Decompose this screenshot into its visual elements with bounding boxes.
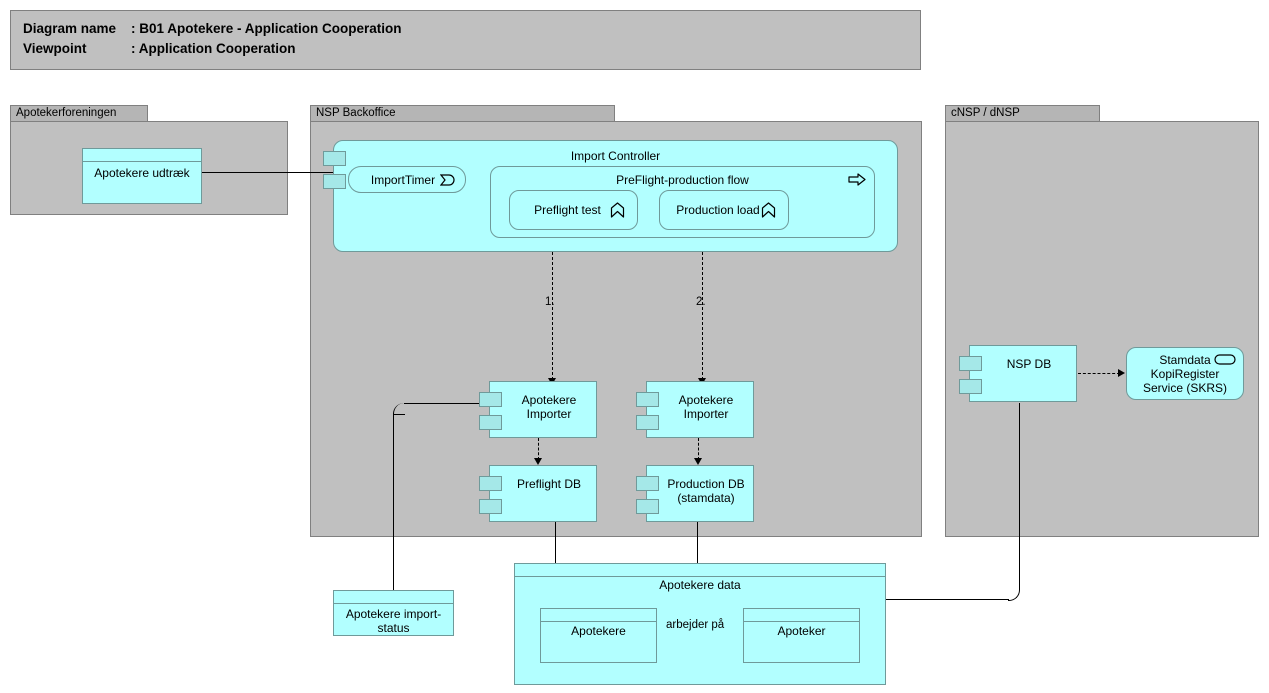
connector-importer-left-to-import-status-v bbox=[393, 413, 394, 590]
node-import-controller-label: Import Controller bbox=[570, 149, 661, 163]
connector-arrowhead-4 bbox=[694, 458, 702, 465]
node-apotekere-udtraek-label: Apotekere udtræk bbox=[94, 166, 190, 180]
process-arrow-icon bbox=[848, 173, 866, 189]
component-tab-top bbox=[959, 356, 982, 371]
connector-production-db-to-apotekere-data bbox=[697, 521, 698, 563]
function-icon bbox=[761, 202, 776, 221]
connector-preflight-test-to-importer-left bbox=[552, 222, 553, 380]
connector-importer-left-to-import-status-h bbox=[404, 403, 480, 404]
node-preflight-test[interactable]: Preflight test bbox=[509, 190, 638, 230]
component-tab-top bbox=[479, 392, 502, 407]
diagram-name-row: Diagram name : B01 Apotekere - Applicatio… bbox=[23, 19, 920, 39]
node-production-load-label: Production load bbox=[676, 203, 760, 217]
connector-preflight-db-to-apotekere-data bbox=[555, 521, 556, 563]
connector-udtraek-to-import-controller bbox=[202, 172, 337, 173]
node-skrs[interactable]: Stamdata KopiRegister Service (SKRS) bbox=[1126, 347, 1244, 400]
diagram-name-key: Diagram name bbox=[23, 21, 117, 36]
viewpoint-key: Viewpoint bbox=[23, 41, 87, 56]
component-tab-bottom bbox=[959, 379, 982, 394]
diagram-name-value: : B01 Apotekere - Application Cooperatio… bbox=[131, 21, 402, 36]
node-importer-left-label: Apotekere Importer bbox=[521, 393, 577, 421]
diagram-title-bar: Diagram name : B01 Apotekere - Applicatio… bbox=[10, 10, 921, 70]
connector-nsp-db-to-skrs bbox=[1078, 373, 1120, 374]
group-nsp-backoffice-tab: NSP Backoffice bbox=[310, 105, 615, 122]
component-tab-bottom bbox=[479, 499, 502, 514]
connector-production-load-to-importer-right bbox=[702, 222, 703, 380]
data-object-band bbox=[744, 609, 859, 622]
component-tab-top bbox=[636, 476, 659, 491]
function-icon bbox=[610, 202, 625, 221]
data-object-band bbox=[541, 609, 656, 622]
node-importer-right[interactable]: Apotekere Importer bbox=[636, 381, 754, 438]
node-import-timer[interactable]: ImportTimer bbox=[348, 166, 466, 193]
node-apotekere-label: Apotekere bbox=[571, 624, 626, 638]
node-importer-left[interactable]: Apotekere Importer bbox=[479, 381, 597, 438]
node-nsp-db[interactable]: NSP DB bbox=[959, 345, 1077, 402]
component-tab-top bbox=[323, 151, 346, 166]
node-preflight-db-label: Preflight DB bbox=[516, 477, 582, 491]
node-import-status[interactable]: Apotekere import- status bbox=[333, 590, 454, 636]
data-object-band bbox=[334, 591, 453, 604]
node-apoteker-label: Apoteker bbox=[777, 624, 826, 638]
connector-nsp-db-to-apotekere-data-v bbox=[1019, 403, 1020, 590]
viewpoint-value: : Application Cooperation bbox=[131, 41, 296, 56]
node-production-db[interactable]: Production DB (stamdata) bbox=[636, 465, 754, 522]
node-apotekere-data-label: Apotekere data bbox=[659, 578, 741, 592]
connector-corner-import-status bbox=[393, 403, 405, 415]
connector-nsp-db-to-apotekere-data-h bbox=[886, 599, 1009, 600]
group-apotekerforeningen-tab: Apotekerforeningen bbox=[10, 105, 148, 122]
group-cnsp-dnsp-body bbox=[945, 121, 1259, 537]
node-apoteker[interactable]: Apoteker bbox=[743, 608, 860, 663]
node-production-db-label: Production DB (stamdata) bbox=[667, 477, 745, 505]
component-tab-bottom bbox=[323, 174, 346, 189]
connector-corner-nsp-db bbox=[1008, 589, 1020, 601]
node-preflight-test-label: Preflight test bbox=[534, 203, 601, 217]
node-import-controller[interactable]: Import Controller bbox=[323, 140, 898, 252]
node-nsp-db-label: NSP DB bbox=[1006, 357, 1052, 371]
group-cnsp-dnsp[interactable]: cNSP / dNSP bbox=[945, 105, 1259, 537]
node-preflight-production-flow-label: PreFlight-production flow bbox=[616, 173, 749, 187]
component-tab-bottom bbox=[636, 415, 659, 430]
connector-importer-right-to-production-db bbox=[698, 438, 699, 460]
node-import-status-label: Apotekere import- status bbox=[345, 607, 442, 635]
component-tab-top bbox=[636, 392, 659, 407]
group-cnsp-dnsp-tab: cNSP / dNSP bbox=[945, 105, 1100, 122]
data-object-band bbox=[515, 564, 885, 577]
node-skrs-label: Stamdata KopiRegister Service (SKRS) bbox=[1142, 353, 1228, 395]
event-icon bbox=[439, 174, 456, 189]
connector-label-2: 2. bbox=[696, 296, 706, 308]
node-apotekere[interactable]: Apotekere bbox=[540, 608, 657, 663]
node-importer-right-label: Apotekere Importer bbox=[678, 393, 734, 421]
viewpoint-row: Viewpoint : Application Cooperation bbox=[23, 39, 920, 59]
node-preflight-production-flow[interactable]: PreFlight-production flow bbox=[490, 166, 875, 238]
connector-label-arbejder-paa: arbejder på bbox=[664, 619, 727, 631]
node-preflight-db[interactable]: Preflight DB bbox=[479, 465, 597, 522]
data-object-band bbox=[83, 149, 201, 162]
connector-arrowhead-3 bbox=[534, 458, 542, 465]
connector-arrowhead-skrs bbox=[1118, 369, 1125, 377]
node-import-timer-label: ImportTimer bbox=[370, 173, 436, 187]
node-production-load[interactable]: Production load bbox=[659, 190, 789, 230]
node-apotekere-udtraek[interactable]: Apotekere udtræk bbox=[82, 148, 202, 204]
component-tab-top bbox=[479, 476, 502, 491]
service-oval-icon bbox=[1214, 354, 1236, 368]
connector-label-1: 1. bbox=[545, 296, 555, 308]
component-tab-bottom bbox=[479, 415, 502, 430]
connector-importer-left-to-preflight-db bbox=[538, 438, 539, 460]
component-tab-bottom bbox=[636, 499, 659, 514]
